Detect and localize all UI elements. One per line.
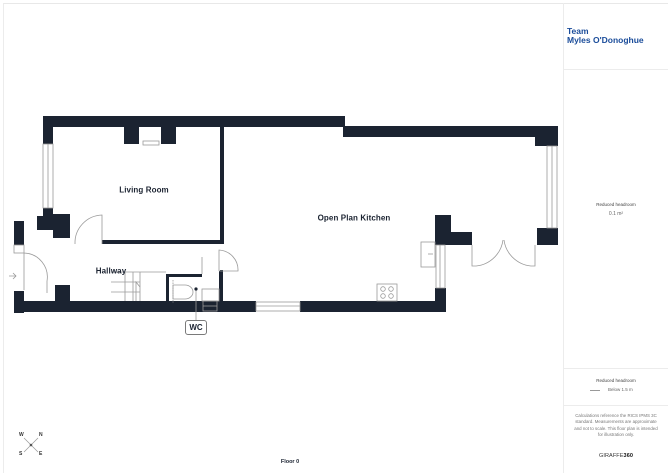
disclaimer-text: Calculations reference the RICS IPMS 3C …: [574, 413, 658, 437]
plan-frame: [3, 3, 668, 473]
legend-section: Reduced headroom Below 1.5 m: [564, 369, 668, 406]
info-sidebar: Team Myles O'Donoghue Reduced headroom 0…: [563, 3, 668, 473]
area-note-label: Reduced headroom: [596, 202, 636, 207]
room-label-hallway: Hallway: [95, 266, 127, 276]
brand-logo: Team Myles O'Donoghue: [567, 27, 644, 45]
provider-suffix: 360: [623, 453, 634, 459]
floor-label: Floor 0: [280, 459, 300, 465]
room-label-open-plan-kitchen: Open Plan Kitchen: [317, 213, 391, 223]
provider-prefix: GIRAFFE: [598, 453, 624, 459]
area-note-value: 0.1 m²: [608, 211, 624, 217]
floor-plan-drawing: [9, 116, 558, 320]
legend-line-swatch: [590, 390, 600, 391]
wc-pointer-dot: [194, 287, 198, 291]
provider-logo: GIRAFFE360: [564, 453, 668, 459]
brand-section: Team Myles O'Donoghue: [564, 3, 668, 70]
fixtures: [9, 140, 558, 320]
brand-line-2: Myles O'Donoghue: [567, 35, 644, 45]
legend-title: Reduced headroom: [596, 378, 636, 383]
compass-n: N: [39, 432, 43, 438]
floor-plan: Living Room Open Plan Kitchen Hallway WC…: [9, 116, 558, 465]
compass-s: S: [19, 451, 23, 457]
compass-rose: W N S E: [18, 432, 44, 458]
disclaimer-section: Calculations reference the RICS IPMS 3C …: [564, 406, 668, 473]
room-label-living-room: Living Room: [119, 185, 169, 195]
legend-item: Below 1.5 m: [608, 387, 633, 392]
compass-e: E: [39, 451, 43, 457]
walls: [14, 116, 558, 313]
area-note-section: Reduced headroom 0.1 m²: [564, 70, 668, 369]
room-tag-wc: WC: [185, 320, 207, 335]
compass-icon: [23, 437, 39, 453]
compass-w: W: [19, 432, 24, 438]
brand-line-1: Team: [567, 26, 589, 36]
